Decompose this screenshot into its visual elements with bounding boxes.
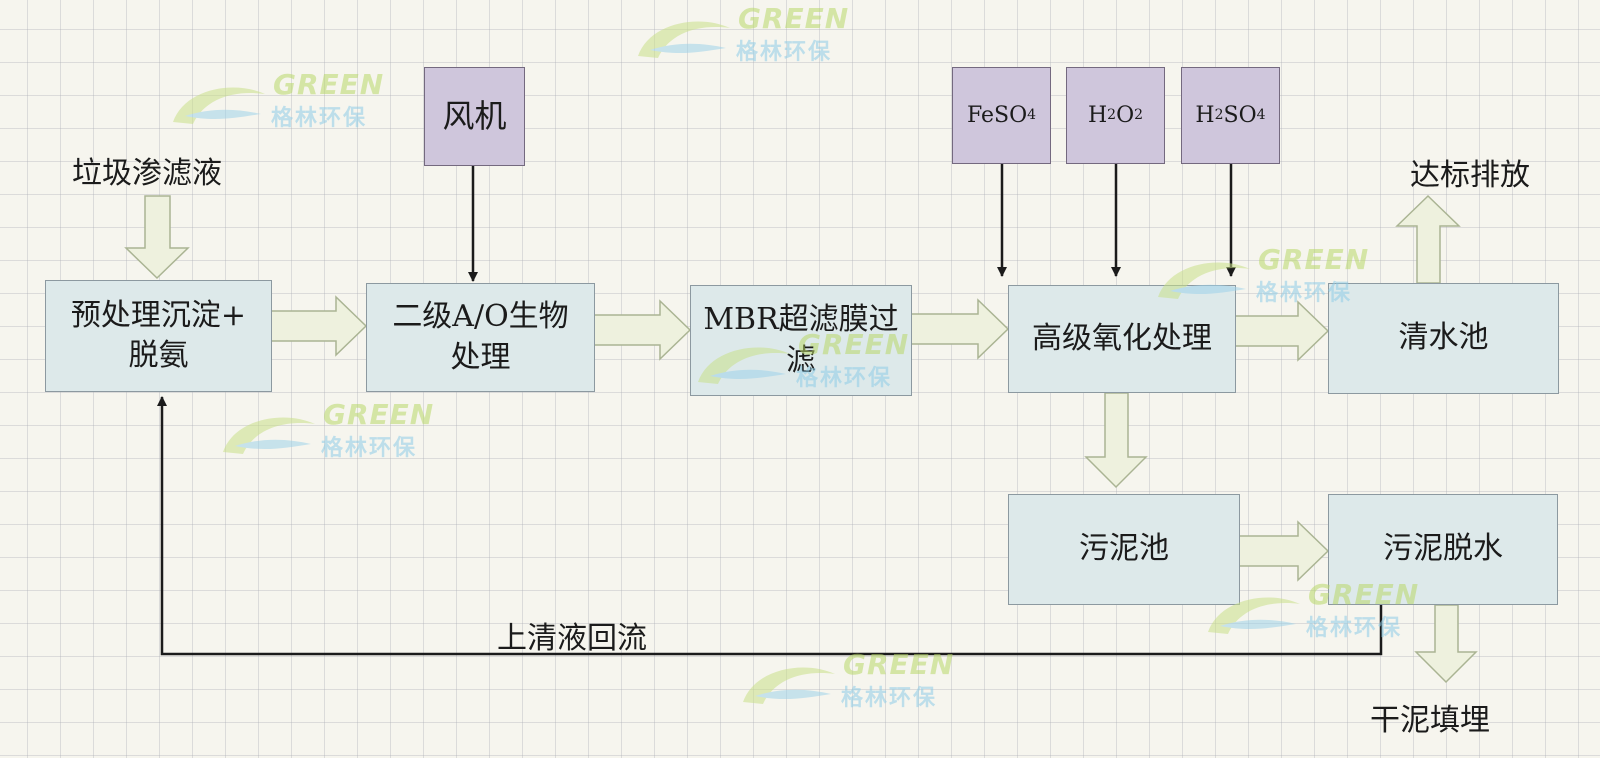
watermark: GREEN 格林环保 <box>630 2 870 74</box>
watermark-word: GREEN <box>738 2 850 35</box>
watermark: GREEN 格林环保 <box>1150 243 1390 315</box>
watermark-brand: 格林环保 <box>841 686 938 711</box>
arrow-dewatering-to-landfill <box>1414 604 1478 684</box>
h2o2-sub-1: 2 <box>1107 107 1117 124</box>
leaf-logo-icon <box>638 21 730 58</box>
leaf-logo-icon <box>173 87 265 124</box>
watermark-word: GREEN <box>1308 578 1420 611</box>
arrow-aop-to-sludge <box>1084 392 1148 489</box>
watermark-brand: 格林环保 <box>1256 281 1353 306</box>
watermark: GREEN 格林环保 <box>690 328 930 400</box>
h2so4-part-so: SO <box>1223 102 1257 128</box>
watermark-brand: 格林环保 <box>736 40 833 65</box>
clear-water-tank-box: 清水池 <box>1328 283 1559 394</box>
sludge-tank-box: 污泥池 <box>1008 494 1240 605</box>
feso4-subscript: 4 <box>1027 107 1037 124</box>
arrow-mbr-to-aop <box>909 298 1010 360</box>
watermark-brand: 格林环保 <box>1306 616 1403 641</box>
arrow-clear-to-discharge <box>1395 194 1461 284</box>
sludge-dewatering-box: 污泥脱水 <box>1328 494 1558 605</box>
arrow-sludge-to-dewatering <box>1238 520 1330 582</box>
watermark: GREEN 格林环保 <box>1200 578 1440 650</box>
watermark-brand: 格林环保 <box>321 436 418 461</box>
watermark-word: GREEN <box>273 68 385 101</box>
advanced-oxidation-box: 高级氧化处理 <box>1008 285 1236 393</box>
watermark-word: GREEN <box>323 398 435 431</box>
arrow-leachate-to-pretreatment <box>124 195 190 280</box>
h2o2-part-o: O <box>1116 102 1135 128</box>
leaf-logo-icon <box>743 667 835 704</box>
h2so4-sub-1: 2 <box>1214 107 1224 124</box>
leaf-logo-icon <box>1208 597 1300 634</box>
watermark: GREEN 格林环保 <box>735 648 975 720</box>
h2o2-part-h: H <box>1087 102 1108 128</box>
watermark: GREEN 格林环保 <box>215 398 455 470</box>
ao-treatment-box: 二级A/O生物 处理 <box>366 283 595 392</box>
leaf-logo-icon <box>223 417 315 454</box>
h2so4-sub-2: 4 <box>1256 107 1266 124</box>
blower-box: 风机 <box>424 67 525 166</box>
watermark-brand: 格林环保 <box>271 106 368 131</box>
arrow-pretreatment-to-ao <box>270 295 368 357</box>
feso4-formula: FeSO <box>966 102 1028 128</box>
watermark-word: GREEN <box>798 328 910 361</box>
watermark-word: GREEN <box>843 648 955 681</box>
leachate-label: 垃圾渗滤液 <box>72 156 222 191</box>
watermark-word: GREEN <box>1258 243 1370 276</box>
discharge-label: 达标排放 <box>1410 158 1530 193</box>
h2so4-part-h: H <box>1195 102 1215 128</box>
landfill-label: 干泥填埋 <box>1370 703 1490 738</box>
recycle-line <box>157 396 1383 656</box>
watermark-brand: 格林环保 <box>796 366 893 391</box>
leaf-logo-icon <box>698 347 790 384</box>
watermark: GREEN 格林环保 <box>165 68 405 140</box>
arrow-ao-to-mbr <box>592 299 692 361</box>
h2o2-sub-2: 2 <box>1134 107 1144 124</box>
arrow-aop-to-clear <box>1234 300 1330 362</box>
leaf-logo-icon <box>1158 262 1250 299</box>
pretreatment-box: 预处理沉淀+ 脱氨 <box>45 280 272 392</box>
recycle-label: 上清液回流 <box>497 621 647 656</box>
